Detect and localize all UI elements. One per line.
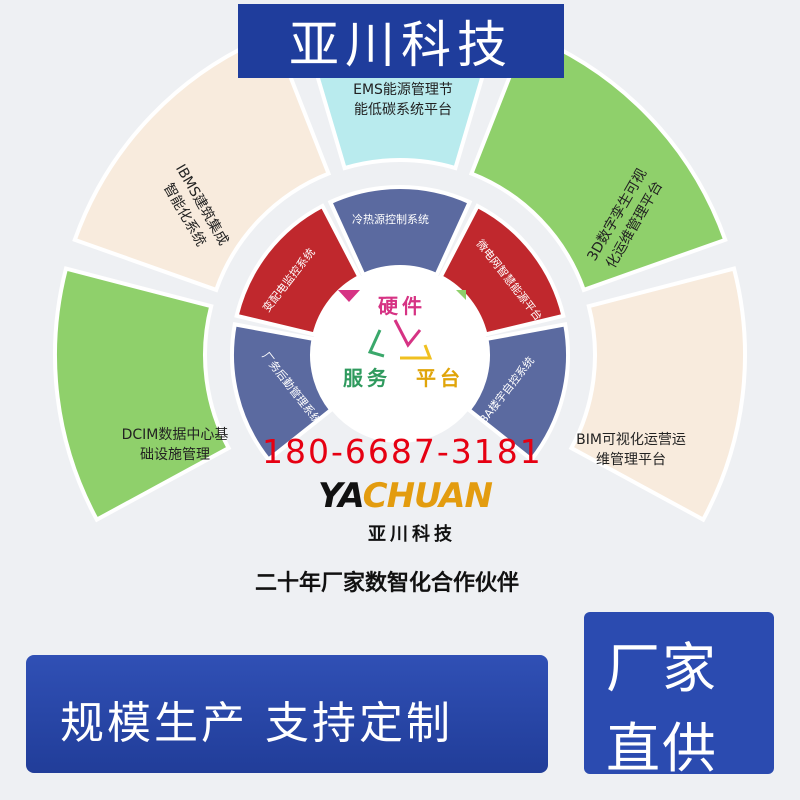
center-service: 服务 [343,366,391,390]
factory-direct-box: 厂家 直供 [584,612,774,780]
factory-direct-line2: 直供 [606,717,718,780]
ems-segment-label: EMS能源管理节 能低碳系统平台 [318,80,488,120]
ems-label-line2: 能低碳系统平台 [354,102,452,118]
center-platform: 平台 [416,366,464,390]
bim-label-line1: BIM可视化运营运 [576,432,686,448]
dcim-label-line2: 础设施管理 [140,447,210,463]
inner-label-cooling: 冷热源控制系统 [352,213,429,226]
segment-dcim [53,266,232,523]
inner-segment-power [234,203,363,337]
inner-segment-microgrid [437,203,566,337]
dcim-segment-label: DCIM数据中心基 础设施管理 [100,425,250,465]
tagline: 二十年厂家数智化合作伙伴 [255,571,520,596]
brand-logo: YACHUAN [318,476,493,516]
bottom-banner-text: 规模生产 支持定制 [60,698,453,749]
factory-direct-line1: 厂家 [606,637,718,700]
logo-chinese-name: 亚川科技 [368,524,456,545]
bottom-banner: 规模生产 支持定制 [26,655,548,773]
inner-segment-facility [230,322,334,463]
center-disc [312,267,488,443]
bim-label-line2: 维管理平台 [596,452,666,468]
dcim-label-line1: DCIM数据中心基 [121,427,229,443]
logo-part-b: CHUAN [362,476,493,516]
bim-segment-label: BIM可视化运营运 维管理平台 [556,430,706,470]
center-hardware: 硬件 [378,294,426,318]
cycle-arrows-icon [338,290,466,360]
segment-bim [568,266,747,523]
ems-label-line1: EMS能源管理节 [353,82,453,98]
logo-part-a: YA [318,476,364,516]
phone-number: 180-6687-3181 [262,432,543,471]
title-banner: 亚川科技 [238,4,564,78]
inner-segment-cooling [327,185,473,278]
segment-digital-twin [468,31,728,293]
